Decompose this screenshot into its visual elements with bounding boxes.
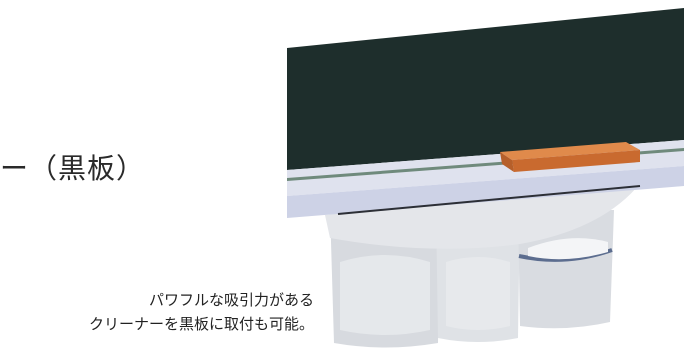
cleaner-housing [325,186,638,249]
chalk-tray-front [287,166,684,218]
eraser [500,142,640,172]
cleaner-highlight [340,255,430,335]
section-heading: ー（黒板） [0,152,146,185]
eraser-side [500,152,514,172]
chalkboard [287,8,684,170]
eraser-top [500,142,640,160]
caption-line-2: クリーナーを黒板に取付も可能。 [88,315,314,333]
caption-line-1: パワフルな吸引力がある [148,291,314,309]
chalk-tray-shadow-line [337,185,641,215]
caption: パワフルな吸引力がある クリーナーを黒板に取付も可能。 [0,288,314,336]
eraser-front [512,150,640,172]
cleaner-top-glow [528,238,608,260]
cleaner-highlight-2 [446,257,510,330]
cleaner-unit [325,186,638,348]
